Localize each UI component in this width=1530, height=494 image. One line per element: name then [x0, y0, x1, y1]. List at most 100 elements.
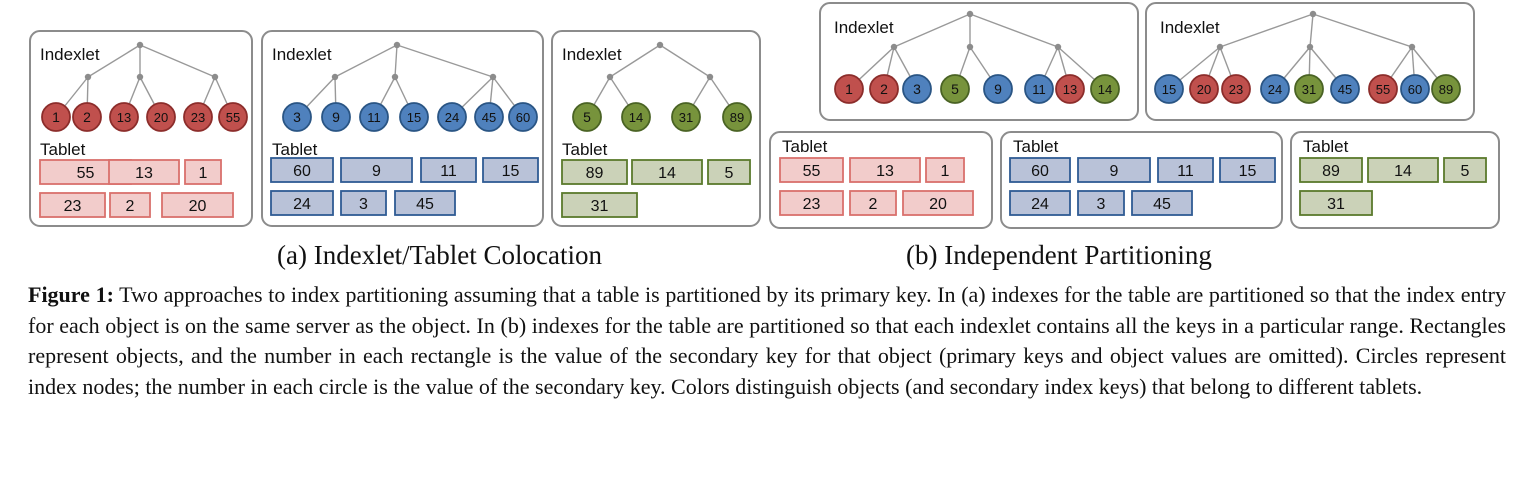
index-key-circle	[983, 74, 1013, 104]
object-rect	[394, 190, 456, 216]
tree-node-dot	[1216, 43, 1224, 51]
tree-edge	[609, 44, 661, 78]
object-rect	[270, 190, 334, 216]
object-key-label: 2	[126, 198, 135, 215]
index-key-label: 1	[52, 109, 60, 125]
object-rect	[1009, 190, 1071, 216]
object-key-label: 1	[941, 163, 950, 180]
indexlet-label: Indexlet	[562, 45, 622, 64]
index-key-label: 60	[516, 110, 530, 125]
tree-edge	[87, 44, 141, 78]
object-key-label: 13	[876, 163, 894, 180]
object-rect	[1367, 157, 1439, 183]
object-rect	[108, 159, 180, 185]
object-rect	[561, 159, 628, 185]
indexlet-frame	[819, 2, 1139, 121]
index-key-circle	[1055, 74, 1085, 104]
object-rect	[707, 159, 751, 185]
index-key-label: 20	[1197, 82, 1211, 97]
index-key-label: 55	[1376, 82, 1390, 97]
object-key-label: 11	[440, 163, 457, 180]
tree-edge	[394, 44, 398, 78]
server-frame	[261, 30, 544, 227]
tree-node-dot	[136, 41, 144, 49]
object-rect	[631, 159, 703, 185]
tablet-label: Tablet	[40, 140, 86, 159]
object-key-label: 15	[502, 163, 520, 180]
index-key-circle	[183, 102, 213, 132]
tree-node-dot	[1408, 43, 1416, 51]
object-key-label: 13	[135, 165, 153, 182]
object-rect	[1157, 157, 1214, 183]
object-rect	[1299, 190, 1373, 216]
index-key-circle	[1221, 74, 1251, 104]
object-rect	[1077, 157, 1151, 183]
indexlet-label: Indexlet	[1160, 18, 1220, 37]
tablet-label: Tablet	[1303, 137, 1349, 156]
tree-edge	[1309, 13, 1314, 48]
index-key-circle	[1189, 74, 1219, 104]
index-key-label: 89	[730, 110, 744, 125]
object-rect	[561, 192, 638, 218]
object-rect	[270, 157, 334, 183]
object-key-label: 23	[64, 198, 82, 215]
index-key-label: 23	[1229, 82, 1243, 97]
object-rect	[1219, 157, 1276, 183]
tree-edge	[334, 44, 398, 78]
index-key-circle	[869, 74, 899, 104]
object-key-label: 60	[293, 163, 311, 180]
index-key-circle	[1260, 74, 1290, 104]
index-key-label: 11	[367, 110, 381, 125]
index-key-circle	[437, 102, 467, 132]
tree-edge	[659, 44, 711, 78]
tree-node-dot	[393, 41, 401, 49]
index-key-label: 11	[1032, 82, 1046, 97]
index-key-label: 20	[154, 110, 168, 125]
index-key-label: 60	[1408, 82, 1422, 97]
index-key-label: 15	[1162, 82, 1176, 97]
index-key-label: 15	[407, 110, 421, 125]
tree-node-dot	[1054, 43, 1062, 51]
object-key-label: 60	[1031, 163, 1049, 180]
index-key-label: 31	[679, 110, 693, 125]
tablet-label: Tablet	[1013, 137, 1059, 156]
index-key-circle	[282, 102, 312, 132]
index-key-label: 45	[1338, 82, 1352, 97]
index-key-label: 31	[1302, 82, 1316, 97]
index-key-label: 45	[482, 110, 496, 125]
object-rect	[1077, 190, 1125, 216]
index-key-label: 2	[880, 81, 888, 97]
index-key-circle	[109, 102, 139, 132]
object-rect	[779, 157, 844, 183]
index-key-label: 13	[1063, 82, 1077, 97]
object-key-label: 45	[416, 196, 434, 213]
index-key-circle	[722, 102, 752, 132]
index-key-label: 14	[1098, 82, 1112, 97]
index-key-circle	[1330, 74, 1360, 104]
index-key-circle	[621, 102, 651, 132]
object-key-label: 14	[658, 165, 676, 182]
indexlet-label: Indexlet	[272, 45, 332, 64]
object-key-label: 89	[1322, 163, 1340, 180]
tree-node-dot	[606, 73, 614, 81]
indexlet-frame	[1145, 2, 1475, 121]
object-rect	[420, 157, 477, 183]
index-key-circle	[1024, 74, 1054, 104]
object-key-label: 5	[725, 165, 734, 182]
object-key-label: 89	[586, 165, 604, 182]
index-key-circle	[508, 102, 538, 132]
object-rect	[779, 190, 844, 216]
index-key-label: 5	[583, 109, 591, 125]
index-key-circle	[1154, 74, 1184, 104]
index-key-circle	[902, 74, 932, 104]
index-key-circle	[671, 102, 701, 132]
tree-node-dot	[890, 43, 898, 51]
tablet-label: Tablet	[562, 140, 608, 159]
object-key-label: 55	[77, 165, 95, 182]
tree-node-dot	[656, 41, 664, 49]
object-rect	[925, 157, 965, 183]
object-rect	[1299, 157, 1363, 183]
tree-edge	[969, 13, 1059, 48]
object-key-label: 20	[189, 198, 207, 215]
